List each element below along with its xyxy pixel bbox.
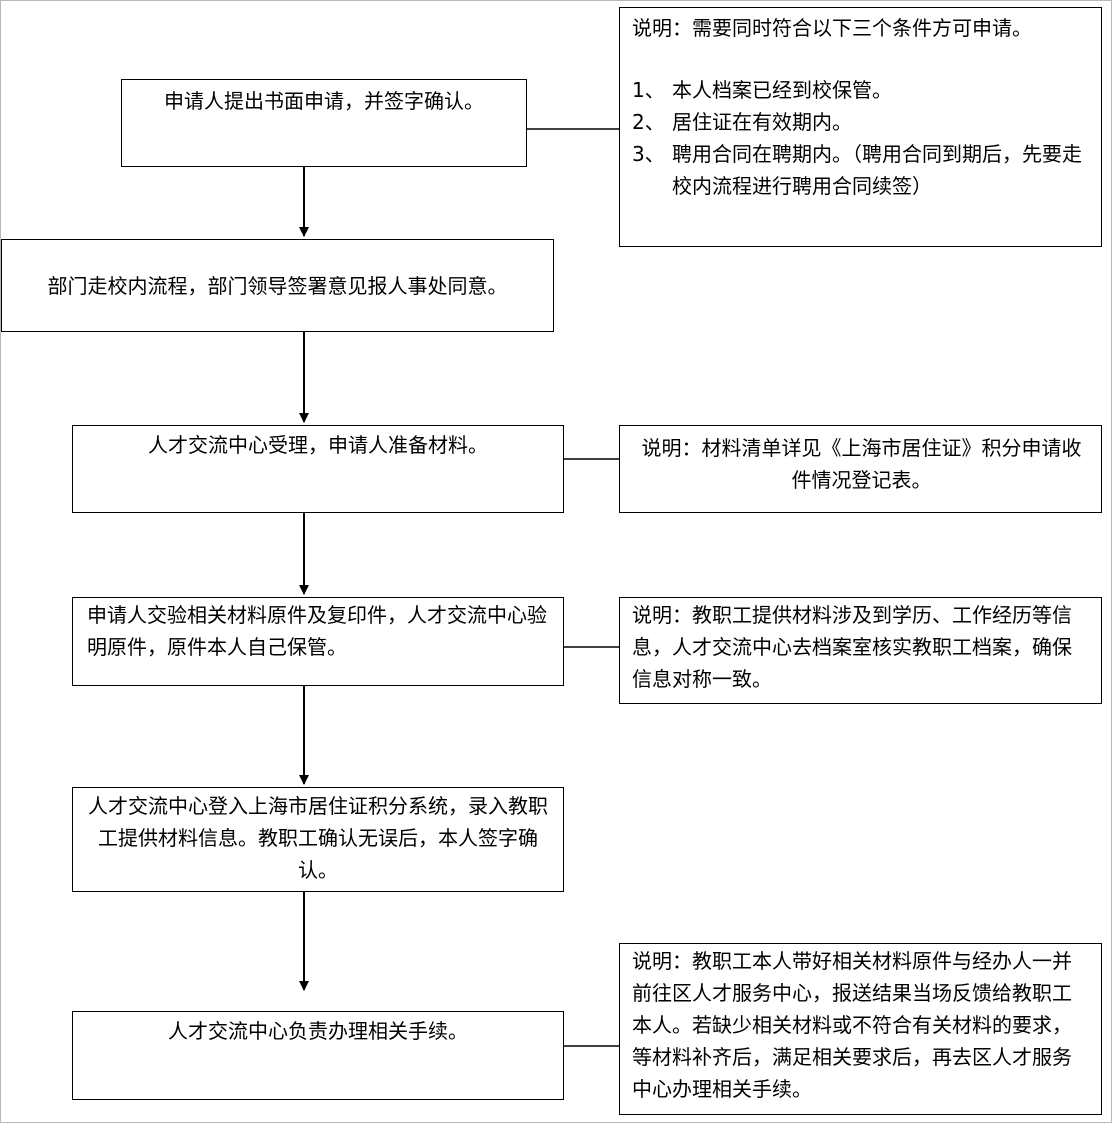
note-materials-text: 说明：材料清单详见《上海市居住证》积分申请收件情况登记表。 [641, 436, 1082, 492]
step-1-text: 申请人提出书面申请，并签字确认。 [164, 89, 484, 113]
step-2-text: 部门走校内流程，部门领导签署意见报人事处同意。 [47, 274, 508, 298]
step-4-box: 申请人交验相关材料原件及复印件，人才交流中心验明原件，原件本人自己保管。 [72, 597, 564, 686]
step-2-box: 部门走校内流程，部门领导签署意见报人事处同意。 [1, 239, 554, 332]
step-5-text: 人才交流中心登入上海市居住证积分系统，录入教职工提供材料信息。教职工确认无误后，… [88, 794, 548, 882]
step-6-box: 人才交流中心负责办理相关手续。 [72, 1011, 564, 1100]
condition-item: 1、本人档案已经到校保管。 [632, 78, 892, 102]
step-4-text: 申请人交验相关材料原件及复印件，人才交流中心验明原件，原件本人自己保管。 [87, 603, 547, 659]
note-verify-box: 说明：教职工提供材料涉及到学历、工作经历等信息，人才交流中心去档案室核实教职工档… [619, 597, 1102, 704]
note-conditions-intro: 说明：需要同时符合以下三个条件方可申请。 [632, 16, 1032, 40]
step-3-text: 人才交流中心受理，申请人准备材料。 [148, 433, 488, 457]
note-conditions-box: 说明：需要同时符合以下三个条件方可申请。 1、本人档案已经到校保管。 2、居住证… [619, 7, 1102, 247]
step-5-box: 人才交流中心登入上海市居住证积分系统，录入教职工提供材料信息。教职工确认无误后，… [72, 787, 564, 892]
condition-item: 2、居住证在有效期内。 [632, 110, 852, 134]
note-verify-text: 说明：教职工提供材料涉及到学历、工作经历等信息，人才交流中心去档案室核实教职工档… [632, 603, 1072, 691]
note-materials-box: 说明：材料清单详见《上海市居住证》积分申请收件情况登记表。 [619, 425, 1102, 513]
note-handle-text: 说明：教职工本人带好相关材料原件与经办人一并前往区人才服务中心，报送结果当场反馈… [632, 949, 1072, 1101]
step-3-box: 人才交流中心受理，申请人准备材料。 [72, 425, 564, 513]
condition-item: 3、聘用合同在聘期内。（聘用合同到期后，先要走校内流程进行聘用合同续签） [632, 142, 1082, 198]
step-1-box: 申请人提出书面申请，并签字确认。 [121, 79, 527, 167]
step-6-text: 人才交流中心负责办理相关手续。 [168, 1019, 468, 1043]
note-handle-box: 说明：教职工本人带好相关材料原件与经办人一并前往区人才服务中心，报送结果当场反馈… [619, 943, 1102, 1115]
